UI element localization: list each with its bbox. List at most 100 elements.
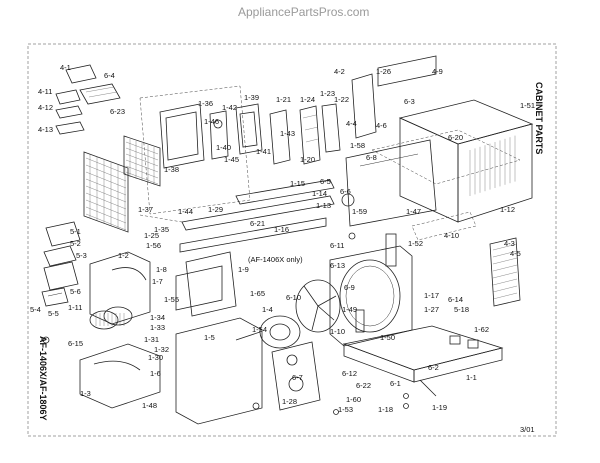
part-label: 6-20	[448, 133, 463, 142]
part-label: 6-8	[366, 153, 377, 162]
part-label: 6-9	[344, 283, 355, 292]
part-label: 1-45	[224, 155, 239, 164]
part-label: 1-28	[282, 397, 297, 406]
part-label: 1-22	[334, 95, 349, 104]
part-label: 4-9	[432, 67, 443, 76]
part-label: 1-46	[204, 117, 219, 126]
part-label: 1-37	[138, 205, 153, 214]
part-label: 4-1	[60, 63, 71, 72]
part-label: 1-13	[316, 201, 331, 210]
part-label: 1-44	[178, 207, 193, 216]
part-label: 4-13	[38, 125, 53, 134]
part-label: 1-24	[300, 95, 315, 104]
part-label: 1-16	[274, 225, 289, 234]
part-label: 1-60	[346, 395, 361, 404]
part-label: 6-5	[320, 177, 331, 186]
part-label: 1-49	[342, 305, 357, 314]
part-label: 1-47	[406, 207, 421, 216]
side-louver-top	[351, 55, 437, 139]
part-label: 1-20	[300, 155, 315, 164]
part-label: 4-10	[444, 231, 459, 240]
base-pan	[342, 325, 504, 397]
part-label: 1-53	[338, 405, 353, 414]
motor-bulkhead	[175, 251, 263, 425]
part-label: 1-55	[164, 295, 179, 304]
part-label: 6-21	[250, 219, 265, 228]
part-label: 6-11	[330, 241, 344, 250]
part-label: 6-2	[428, 363, 439, 372]
model-number-label: AF-1406X/AF-1806Y	[38, 336, 48, 421]
part-label: 6-22	[356, 381, 371, 390]
part-label: 5-3	[76, 251, 87, 260]
part-label: 1-1	[466, 373, 477, 382]
part-label: 4-3	[504, 239, 515, 248]
part-label: 1-39	[244, 93, 259, 102]
part-label: 1-10	[330, 327, 345, 336]
part-label: 6-13	[330, 261, 345, 270]
side-louver-right	[489, 237, 521, 307]
front-panel	[139, 85, 251, 215]
part-label: 1-3	[80, 389, 91, 398]
outer-cabinet	[371, 99, 534, 223]
part-label: 1-52	[408, 239, 423, 248]
part-label: 1-19	[432, 403, 447, 412]
part-label: (AF-1406X only)	[248, 255, 303, 264]
part-label: 6-12	[342, 369, 357, 378]
mid-partition	[341, 139, 437, 227]
part-label: 4-12	[38, 103, 53, 112]
part-label: 1-21	[276, 95, 291, 104]
part-label: 1-33	[150, 323, 165, 332]
part-label: 1-41	[256, 147, 271, 156]
part-label: 1-12	[500, 205, 515, 214]
part-label: 5-5	[48, 309, 59, 318]
part-label: 1-15	[290, 179, 305, 188]
date-code: 3/01	[520, 425, 535, 434]
part-label: 6-3	[404, 97, 415, 106]
part-label: 1-40	[216, 143, 231, 152]
part-label: 1-14	[312, 189, 327, 198]
condenser-fan	[295, 279, 341, 333]
part-label: 1-25	[144, 231, 159, 240]
part-label: 1-43	[280, 129, 295, 138]
part-label: 1-54	[252, 325, 267, 334]
part-label: 5-1	[70, 227, 81, 236]
part-label: 1-42	[222, 103, 237, 112]
small-fasteners	[42, 232, 409, 415]
part-label: 5-2	[70, 239, 81, 248]
part-label: 6-23	[110, 107, 125, 116]
part-label: 6-10	[286, 293, 301, 302]
part-label: 1-11	[68, 303, 82, 312]
part-label: 1-18	[378, 405, 393, 414]
part-label: 6-6	[340, 187, 351, 196]
air-filter	[123, 135, 161, 187]
part-label: 1-8	[156, 265, 167, 274]
part-label: 5-6	[70, 287, 81, 296]
part-label: 1-9	[238, 265, 249, 274]
control-panel-parts	[209, 103, 341, 165]
part-label: 1-31	[144, 335, 159, 344]
part-label: 1-34	[150, 313, 165, 322]
part-label: 1-48	[142, 401, 157, 410]
part-label: 6-4	[104, 71, 115, 80]
part-label: 1-17	[424, 291, 439, 300]
filter-holder-parts	[55, 64, 121, 135]
part-label: 1-26	[376, 67, 391, 76]
blower-wheel	[89, 306, 133, 330]
part-label: 1-38	[164, 165, 179, 174]
scroll-shroud	[79, 343, 161, 409]
part-label: 1-2	[118, 251, 129, 260]
compressor-assembly	[271, 341, 321, 411]
part-label: 4-6	[376, 121, 387, 130]
part-label: 1-7	[152, 277, 163, 286]
part-label: 1-65	[250, 289, 265, 298]
base-chassis-rails	[139, 179, 335, 253]
part-label: 1-30	[148, 353, 163, 362]
part-label: 1-51	[520, 101, 535, 110]
part-label: 1-32	[154, 345, 169, 354]
watermark-text: AppliancePartsPros.com	[238, 5, 369, 19]
part-label: 1-50	[380, 333, 395, 342]
blower-housing	[89, 251, 151, 325]
part-label: 1-27	[424, 305, 439, 314]
